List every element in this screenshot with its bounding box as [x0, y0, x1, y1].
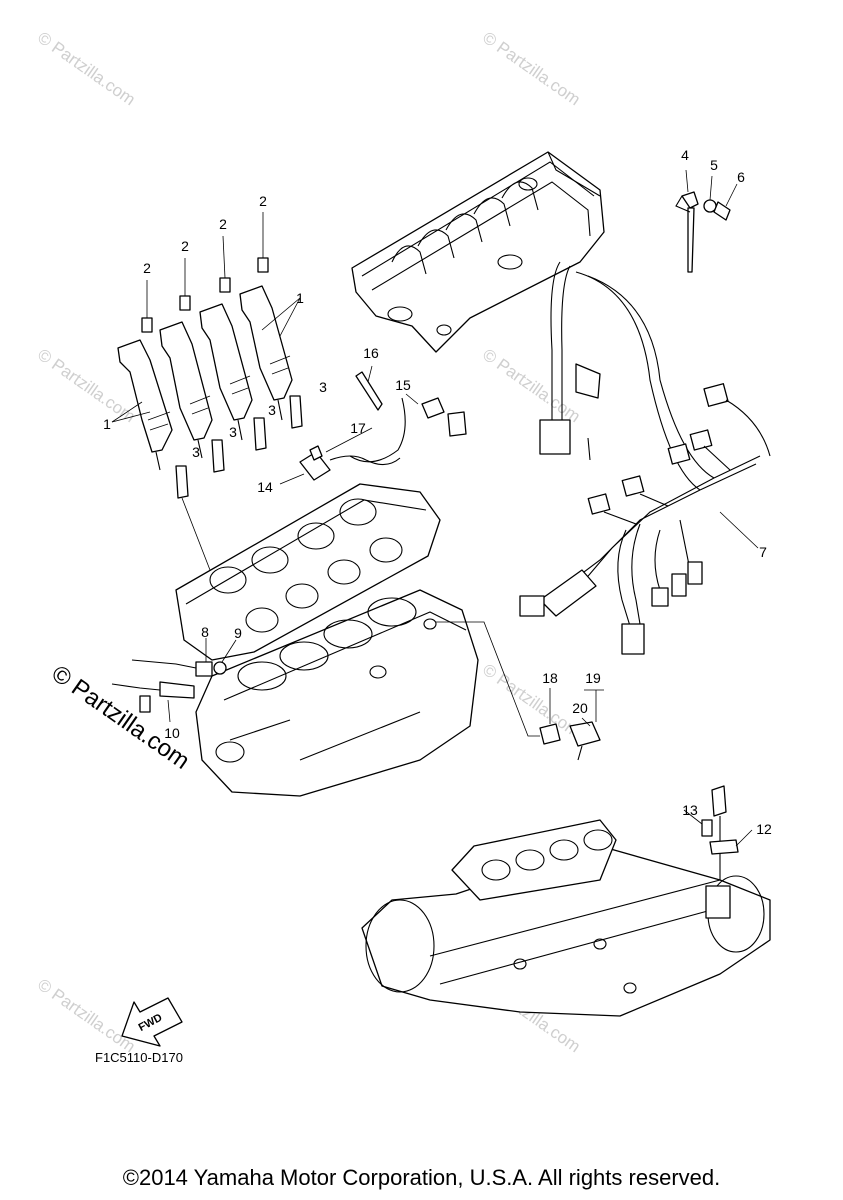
callout-15: 15	[395, 377, 411, 393]
callout-3: 3	[319, 379, 327, 395]
callout-14: 14	[257, 479, 273, 495]
callout-6: 6	[737, 169, 745, 185]
callout-17: 17	[350, 420, 366, 436]
cylinder-head	[175, 483, 441, 661]
callout-7: 7	[759, 544, 767, 560]
callout-5: 5	[710, 157, 718, 173]
callout-18: 18	[542, 670, 558, 686]
callout-1: 1	[103, 416, 111, 432]
callout-10: 10	[164, 725, 180, 741]
spark-plugs	[175, 395, 303, 571]
callout-2: 2	[219, 216, 227, 232]
callout-3: 3	[229, 424, 237, 440]
callout-12: 12	[756, 821, 772, 837]
diagram-code: F1C5110-D170	[95, 1050, 183, 1065]
ignition-coils	[117, 285, 293, 471]
intake-box	[351, 151, 605, 353]
callout-20: 20	[572, 700, 588, 716]
callout-19: 19	[585, 670, 601, 686]
callout-16: 16	[363, 345, 379, 361]
temp-sensor	[539, 688, 604, 761]
callout-3: 3	[192, 444, 200, 460]
copyright-notice: ©2014 Yamaha Motor Corporation, U.S.A. A…	[122, 1165, 721, 1190]
bolts	[141, 212, 269, 333]
callout-8: 8	[201, 624, 209, 640]
cable-tie-group	[675, 169, 738, 273]
exhaust-temp-sensor	[683, 785, 753, 880]
callout-2: 2	[143, 260, 151, 276]
callout-3: 3	[268, 402, 276, 418]
callout-9: 9	[234, 625, 242, 641]
callout-2: 2	[181, 238, 189, 254]
callout-13: 13	[682, 802, 698, 818]
fwd-arrow: FWD	[121, 997, 183, 1047]
sensors	[279, 365, 467, 485]
cylinder-block	[195, 589, 540, 797]
callout-1: 1	[296, 290, 304, 306]
callout-4: 4	[681, 147, 689, 163]
exhaust-manifold	[361, 819, 771, 1017]
cam-sensors	[111, 638, 237, 723]
wire-harness	[519, 261, 771, 655]
callout-2: 2	[259, 193, 267, 209]
